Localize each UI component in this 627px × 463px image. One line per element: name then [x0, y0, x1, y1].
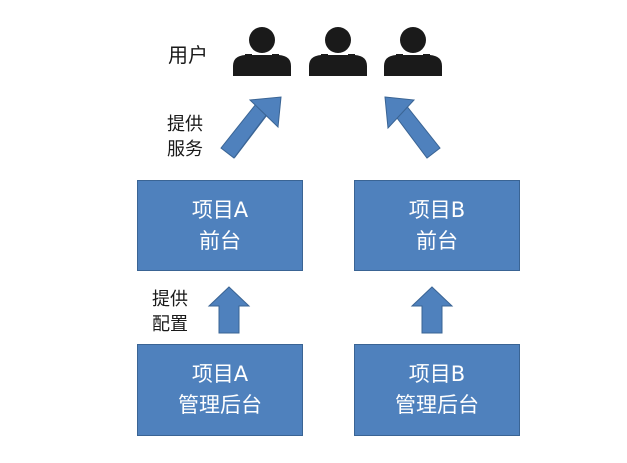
- box-subtitle: 前台: [416, 228, 458, 253]
- user-icon: [309, 27, 367, 76]
- box-subtitle: 管理后台: [178, 393, 262, 417]
- provide-service-line-1: 提供: [167, 114, 203, 135]
- user-icon: [233, 27, 291, 76]
- provide-config-line-2: 配置: [152, 314, 188, 335]
- frontend-b-box: 项目B 前台: [354, 180, 520, 271]
- frontend-a-box: 项目A 前台: [137, 180, 303, 271]
- box-title: 项目A: [191, 197, 249, 222]
- box-subtitle: 前台: [199, 228, 241, 253]
- box-title: 项目A: [191, 362, 249, 386]
- box-title: 项目B: [408, 362, 466, 386]
- provide-config-line-1: 提供: [152, 289, 188, 310]
- provide-service-line-2: 服务: [167, 139, 203, 160]
- provide-service-label: 提供 服务: [167, 112, 203, 162]
- admin-b-box: 项目B 管理后台: [354, 344, 520, 436]
- box-subtitle: 管理后台: [395, 393, 479, 417]
- box-title: 项目B: [408, 197, 466, 222]
- admin-a-box: 项目A 管理后台: [137, 344, 303, 436]
- users-label: 用户: [168, 43, 208, 67]
- user-icon: [384, 27, 442, 76]
- arrow-up-icon: [410, 286, 454, 334]
- arrow-up-icon: [207, 286, 251, 334]
- provide-config-label: 提供 配置: [152, 287, 188, 337]
